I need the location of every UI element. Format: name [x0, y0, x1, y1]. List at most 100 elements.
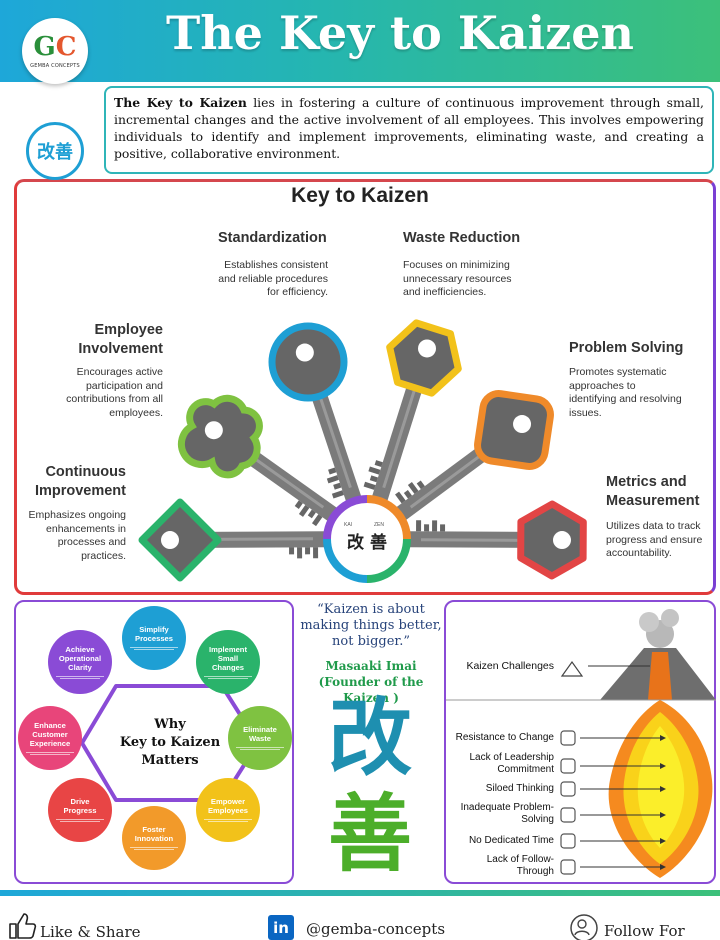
- challenge-label-line: Inadequate Problem-: [460, 802, 554, 813]
- why-circle-title-line: Simplify: [139, 625, 169, 634]
- kaizen-cycle-icon: [323, 495, 411, 583]
- follow-link[interactable]: Follow For More: [604, 922, 685, 940]
- gemba-concepts-logo[interactable]: GC GEMBA CONCEPTS: [22, 18, 88, 84]
- intro-text: The Key to Kaizen lies in fostering a cu…: [104, 86, 714, 174]
- center-zen: ZEN: [374, 522, 384, 528]
- key-2: [363, 319, 462, 502]
- follow-person-icon: [570, 914, 598, 940]
- key-1: [268, 322, 362, 502]
- why-circle-title-line: Enhance: [34, 720, 66, 730]
- why-circle-title-line: Employees: [207, 806, 249, 815]
- challenge-arrowhead: [660, 786, 666, 792]
- key-3: [177, 394, 338, 527]
- why-circle-title-line: Operational: [58, 653, 102, 663]
- challenge-label: No Dedicated Time: [446, 835, 554, 847]
- challenge-arrowhead: [660, 812, 666, 818]
- why-circle-title-line: Implement: [209, 644, 247, 654]
- kanji-zen: 善: [327, 785, 412, 883]
- linkedin-handle-link[interactable]: @gemba-concepts: [306, 920, 446, 938]
- challenge-label-line: Lack of Leadership: [469, 752, 554, 763]
- page-title: The Key to Kaizen: [166, 6, 634, 60]
- why-circle-title-line: Clarity: [68, 662, 92, 672]
- challenge-arrowhead: [660, 735, 666, 741]
- logo-mark: G: [33, 31, 56, 62]
- keys-group: [138, 319, 587, 582]
- challenge-label-line: No Dedicated Time: [468, 835, 554, 846]
- challenge-label-line: Commitment: [497, 764, 554, 775]
- center-kai: KAI: [344, 522, 353, 528]
- why-circle-title-line: Experience: [29, 738, 71, 748]
- logo-mark-accent: C: [55, 31, 77, 62]
- quote-author: Masaaki Imai(Founder of the Kaizen ): [318, 659, 424, 705]
- why-circle-title-line: Processes: [135, 634, 173, 643]
- challenge-label: Resistance to Change: [446, 732, 554, 744]
- challenge-icon: [560, 758, 576, 774]
- challenge-label-line: Through: [516, 866, 554, 877]
- intro-body: lies in fostering a culture of continuou…: [114, 95, 704, 161]
- why-circle-title-line: Empower: [210, 797, 246, 806]
- why-circle-placeholder-lines: [56, 818, 104, 823]
- why-circle-placeholder-lines: [130, 846, 178, 851]
- challenge-arrowhead: [660, 763, 666, 769]
- challenge-arrowhead: [660, 864, 666, 870]
- challenge-label: Siloed Thinking: [446, 783, 554, 795]
- challenge-icon: [560, 859, 576, 875]
- challenge-label-line: Resistance to Change: [455, 732, 554, 743]
- heading-standardization: Standardization: [218, 230, 327, 246]
- challenge-label: Lack of Follow-Through: [446, 854, 554, 878]
- center-kanji: 改 善: [347, 533, 387, 553]
- footer: [0, 896, 720, 940]
- why-title: Why Key to Kaizen Matters: [119, 717, 221, 768]
- why-circle-placeholder-lines: [26, 751, 74, 756]
- key-6: [408, 500, 587, 580]
- key-panel-title: Key to Kaizen: [291, 184, 429, 207]
- badge-kanji: 改善: [37, 142, 73, 163]
- keys-illustration: [138, 319, 587, 583]
- header-banner: [0, 0, 720, 82]
- challenge-label-line: Lack of Follow-: [486, 854, 554, 865]
- like-share-link[interactable]: Like & Share: [40, 923, 141, 940]
- why-circle-title-line: Drive: [70, 797, 90, 806]
- challenge-label-line: Siloed Thinking: [485, 783, 554, 794]
- key-4: [395, 390, 554, 521]
- challenge-icon: [560, 833, 576, 849]
- challenge-label: Inadequate Problem-Solving: [446, 802, 554, 826]
- why-circle-title-line: Foster: [142, 825, 166, 834]
- key-5: [138, 498, 326, 582]
- challenge-icon: [560, 730, 576, 746]
- heading-problem-solving: Problem Solving: [569, 340, 684, 356]
- why-circle-title-line: Customer: [32, 729, 68, 739]
- kaizen-badge: 改善: [26, 122, 84, 180]
- linkedin-icon[interactable]: in: [268, 915, 294, 940]
- challenge-icon: [560, 807, 576, 823]
- why-circle-title-line: Changes: [211, 662, 245, 672]
- intro-lead: The Key to Kaizen: [114, 95, 247, 110]
- challenge-arrows: [560, 660, 666, 875]
- why-circle-title-line: Eliminate: [243, 725, 277, 734]
- why-circle-placeholder-lines: [236, 746, 284, 751]
- why-circle-title-line: Waste: [248, 734, 272, 743]
- challenges-title: Kaizen Challenges: [466, 660, 554, 672]
